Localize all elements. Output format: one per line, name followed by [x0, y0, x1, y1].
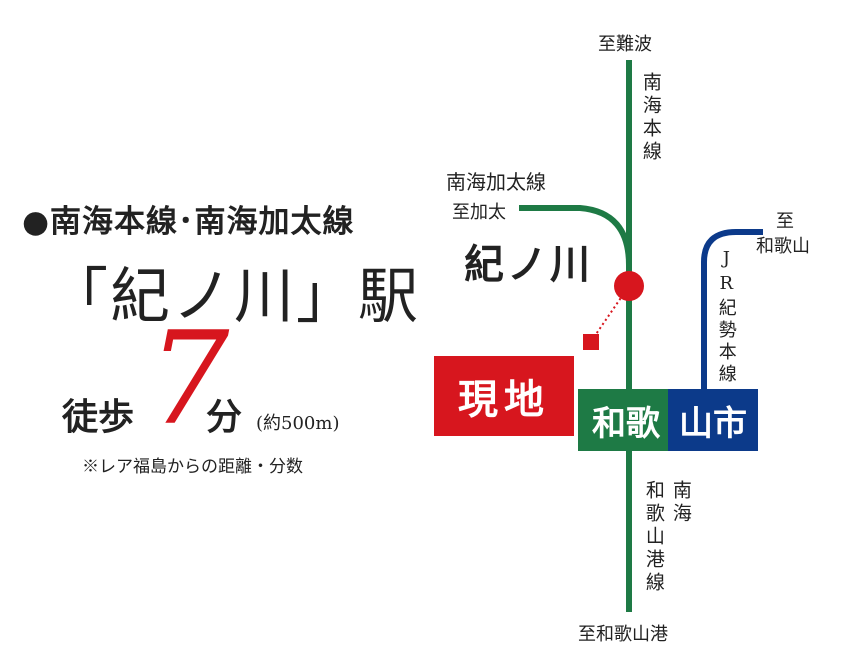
- port-line-label-2: 和歌山港線: [642, 480, 665, 595]
- nankai-main-line-label: 南海本線: [639, 72, 662, 164]
- jr-line-track: [701, 229, 763, 392]
- port-line-label-1: 南海: [669, 480, 692, 526]
- kinokawa-station-marker: [614, 271, 644, 301]
- distance-note: ※レア福島からの距離・分数: [82, 457, 303, 477]
- to-wakayama-label-2: 和歌山: [756, 236, 810, 257]
- site-box: 現地: [434, 356, 574, 436]
- station-name: 「紀ノ川」駅: [48, 262, 420, 332]
- to-kada-label: 至加太: [452, 202, 506, 223]
- kada-line-label: 南海加太線: [446, 170, 546, 194]
- kinokawa-station-label: 紀ノ川: [464, 241, 593, 288]
- wakayama-shi-station-blue: 山市: [668, 389, 758, 451]
- walk-label: 徒歩: [62, 396, 135, 438]
- to-namba-label: 至難波: [598, 34, 652, 55]
- walk-distance: (約500m): [256, 413, 340, 434]
- site-marker: [583, 334, 599, 350]
- headline-lines: ●南海本線･南海加太線: [22, 204, 355, 240]
- kada-line-track: [519, 205, 632, 266]
- walk-minutes: 7: [148, 305, 230, 454]
- walk-unit: 分: [206, 396, 243, 438]
- jr-kisei-line-label: JR紀勢本線: [715, 248, 737, 386]
- to-wakayama-label-1: 至: [776, 211, 794, 232]
- wakayama-shi-station-green: 和歌: [578, 389, 674, 451]
- to-wakayama-port-label: 至和歌山港: [578, 624, 668, 645]
